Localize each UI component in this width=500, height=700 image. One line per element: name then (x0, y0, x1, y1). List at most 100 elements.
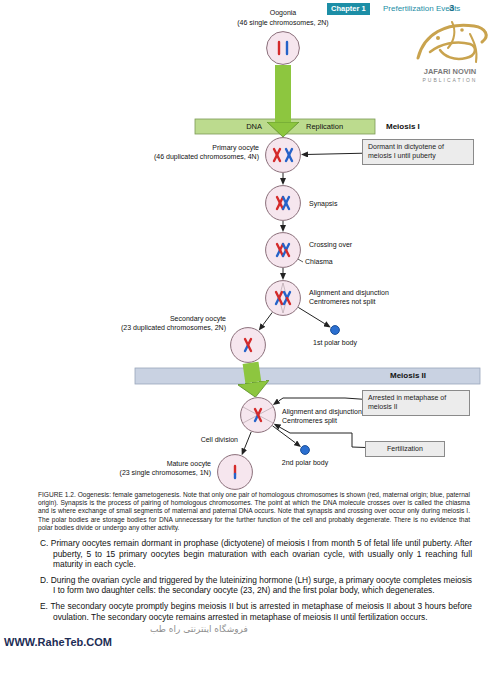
running-head: Prefertilization Events (383, 4, 460, 14)
cell-shape (265, 280, 301, 316)
cell-shape (265, 232, 301, 268)
spindle-fiber (279, 298, 283, 313)
chromatid (289, 155, 292, 161)
cell-label: (46 single chromosomes, 2N) (237, 18, 328, 27)
cell-outline (266, 281, 301, 316)
publisher-logo (418, 22, 486, 62)
note-box: Fertilization (365, 441, 445, 458)
logo-dot (436, 36, 440, 40)
figure-caption: FIGURE 1.2. Oogenesis: female gametogene… (38, 491, 470, 532)
chromosomes (243, 407, 273, 423)
chromatid (287, 298, 290, 304)
cell-outline (266, 186, 301, 221)
cell-label: Alignment and disjunction (282, 407, 362, 416)
connector (272, 426, 295, 443)
cell-label: Primary oocyte (212, 143, 259, 152)
spindle-fiber (243, 415, 258, 423)
cell-outline (267, 32, 300, 65)
cell-label: (46 duplicated chromosomes, 4N) (154, 152, 259, 161)
watermark: فروشگاه اینترنتی راه طب (150, 624, 248, 635)
cell-label: 1st polar body (313, 338, 357, 347)
body-paragraph: C. Primary oocytes remain dormant in pro… (40, 538, 472, 570)
connector (298, 307, 324, 323)
chromatid (286, 42, 288, 54)
spindle-fiber (283, 298, 287, 313)
connector (275, 65, 291, 122)
chromatid (234, 466, 236, 474)
cell-circle: Oogonia(46 single chromosomes, 2N) (266, 31, 300, 65)
cell-circle: Alignment and disjunctionCentromeres not… (265, 280, 301, 316)
band-label: Replication (306, 122, 343, 131)
chromosomes (245, 339, 251, 351)
logo-dot (460, 28, 464, 32)
chromosomes (276, 283, 290, 313)
process-band: Meiosis II (135, 368, 480, 384)
spindle-fiber (283, 283, 287, 298)
cell-label: (23 duplicated chromosomes, 2N) (121, 323, 226, 332)
cell-shape (230, 327, 266, 363)
chapter-label: Chapter 1 (331, 4, 366, 14)
note-box: Arrested in metaphase of meiosis II (362, 390, 470, 415)
connector (283, 221, 284, 225)
band-label: DNA (246, 122, 262, 131)
cell-circle: Synapsis (265, 185, 301, 221)
cell-outline (231, 328, 266, 363)
cell-label: Mature oocyte (167, 459, 211, 468)
cell-shape (266, 31, 300, 65)
logo-stroke (470, 34, 477, 62)
logo-stroke (430, 42, 475, 58)
chromatid (278, 42, 280, 54)
cell-shape (217, 454, 253, 490)
cell-label: Secondary oocyte (170, 314, 226, 323)
chromosomes (277, 244, 289, 256)
note-text: Arrested in metaphase of meiosis II (368, 394, 464, 411)
polar-body: 2nd polar body (300, 445, 310, 455)
spindle-fiber (243, 407, 258, 415)
spindle-fiber (279, 283, 283, 298)
cell-circle: Mature oocyte(23 single chromosomes, 1N) (217, 454, 253, 490)
connector (244, 432, 251, 449)
cell-outline (266, 138, 301, 173)
polar-body-outline (331, 326, 340, 335)
watermark: WWW.RaheTeb.COM (4, 636, 112, 650)
page-number: 3 (449, 2, 454, 14)
connector (280, 427, 365, 447)
cell-label: Synapsis (309, 199, 337, 208)
connector (279, 398, 362, 401)
cell-label: 2nd polar body (282, 458, 328, 467)
publisher-name: PUBLICATION (423, 77, 478, 83)
step-label: Cell division (201, 436, 238, 445)
chromosomes (279, 42, 287, 54)
cell-outline (241, 398, 276, 433)
cell-circle: Crossing over (265, 232, 301, 268)
polar-body-shape (300, 445, 310, 455)
band-fill (135, 368, 480, 384)
cell-circle: Alignment and disjunctionCentromeres spl… (240, 397, 276, 433)
connector (283, 268, 284, 273)
note-text: Dormant in dictyotene of meiosis I until… (368, 143, 468, 160)
chromatid (286, 203, 289, 209)
band-label: Meiosis II (390, 371, 426, 380)
body-paragraph: D. During the ovarian cycle and triggere… (40, 575, 472, 596)
cell-outline (218, 455, 253, 490)
polar-body-outline (301, 446, 310, 455)
cell-label: (23 single chromosomes, 1N) (120, 468, 211, 477)
chromatid (258, 415, 261, 421)
cell-circle: Primary oocyte(46 duplicated chromosomes… (265, 137, 301, 173)
cell-label: Crossing over (309, 240, 352, 249)
chromosomes (235, 466, 236, 478)
logo-stroke (448, 22, 454, 48)
note-box: Dormant in dictyotene of meiosis I until… (362, 139, 474, 164)
connector (283, 173, 284, 178)
chromosomes (274, 149, 292, 161)
chromatid (277, 155, 280, 161)
chromatid (279, 298, 282, 304)
chromosomes (277, 197, 289, 209)
chromatid (234, 474, 236, 478)
chromatid (248, 345, 251, 351)
cell-label: Alignment and disjunction (309, 288, 389, 297)
cell-label: Oogonia (270, 8, 296, 17)
spindle-fiber (258, 407, 273, 415)
cell-circle: Secondary oocyte(23 duplicated chromosom… (230, 327, 266, 363)
